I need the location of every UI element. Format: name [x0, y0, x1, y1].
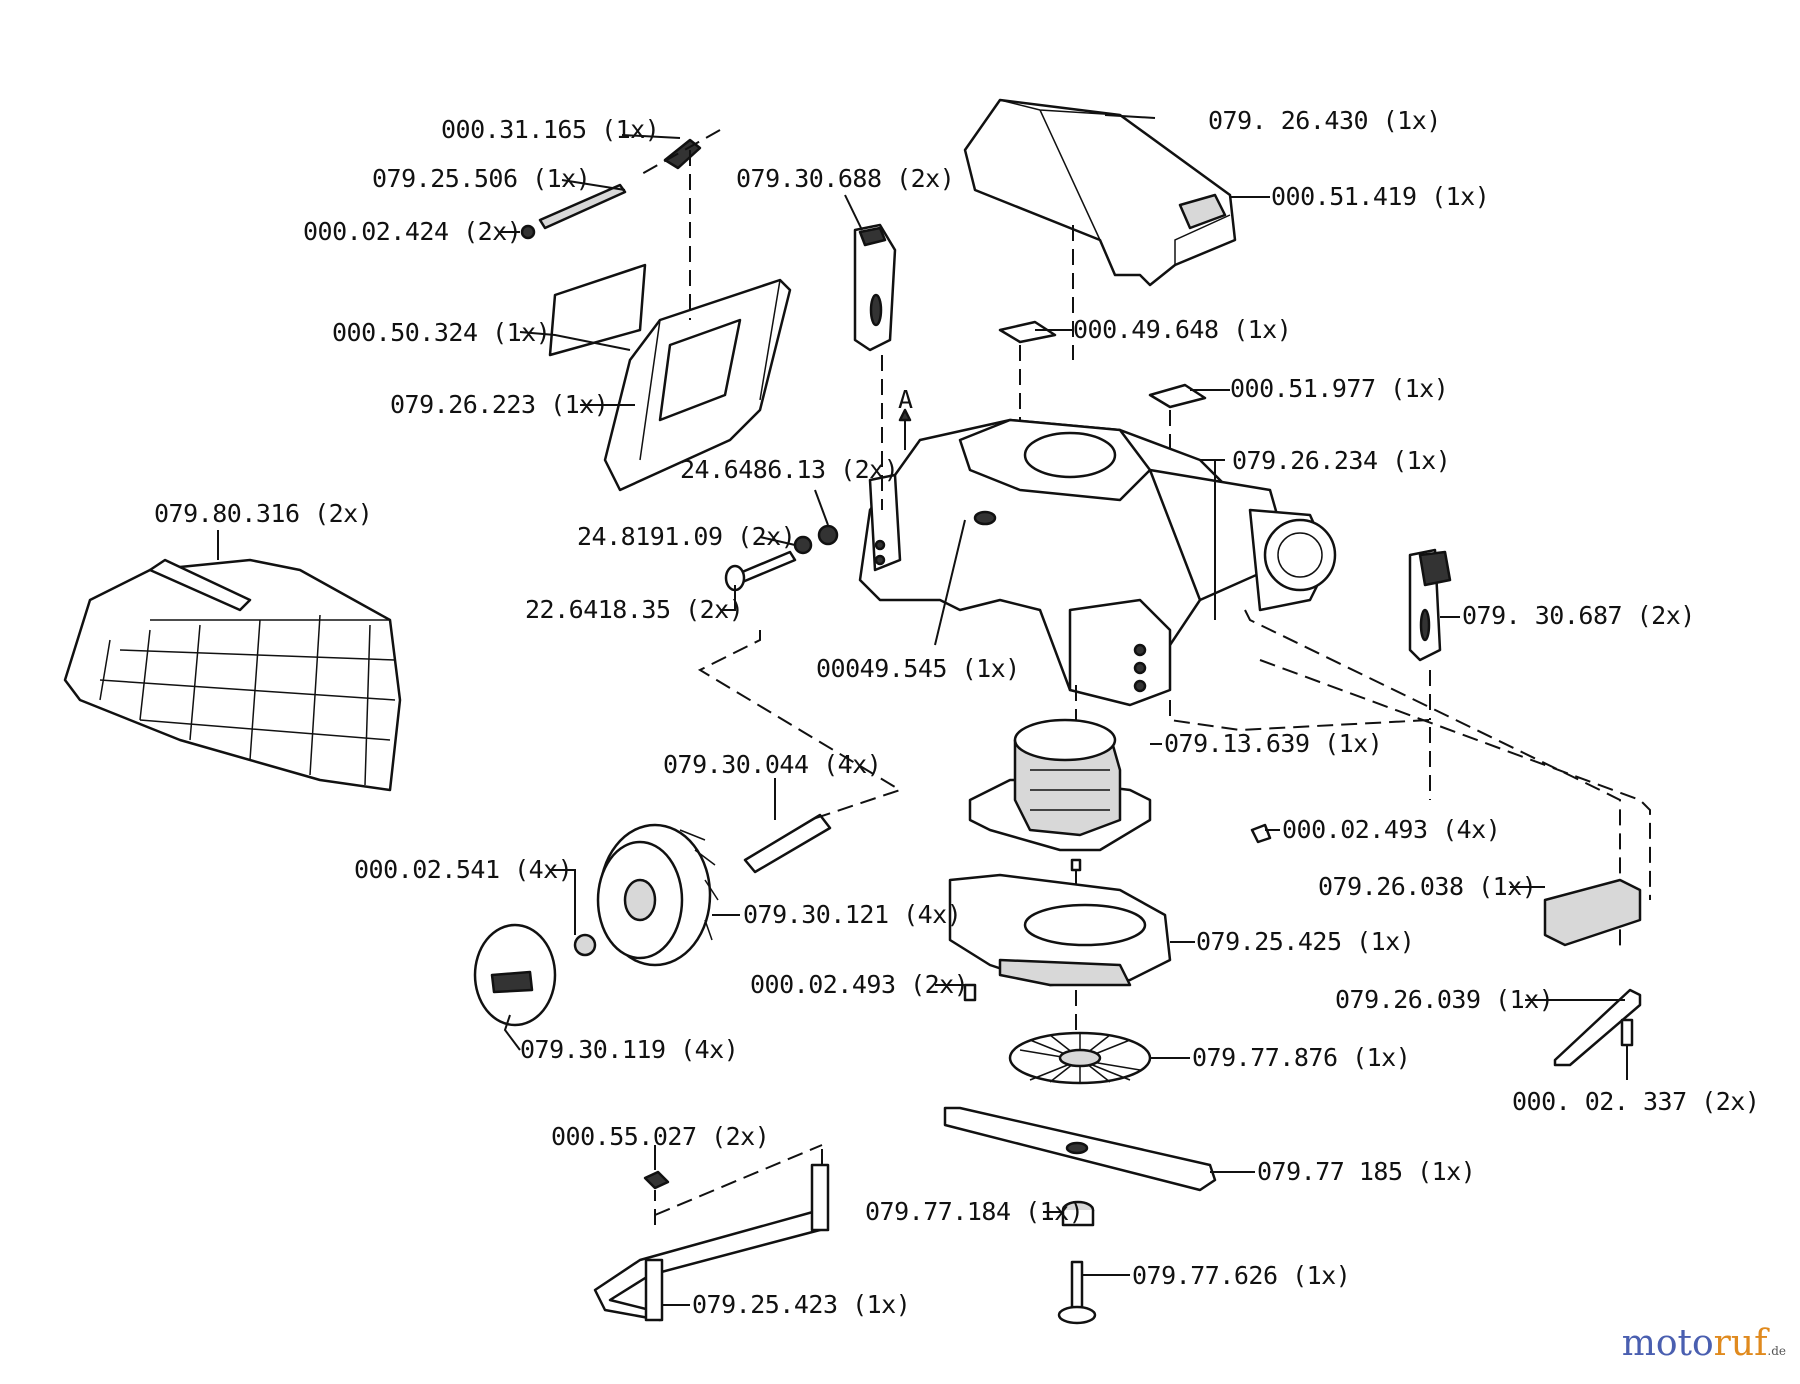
- deck-housing-part: [858, 418, 1337, 707]
- part-label: 079.13.639 (1x): [1164, 729, 1382, 758]
- screw-part-2: [963, 983, 977, 1002]
- part-label: 079.77.626 (1x): [1132, 1261, 1350, 1290]
- part-label: 000.49.648 (1x): [1073, 315, 1291, 344]
- washer-part: [520, 224, 536, 240]
- part-label: 079.77.876 (1x): [1192, 1043, 1410, 1072]
- part-label: 079.26.223 (1x): [390, 390, 608, 419]
- part-label: 079.30.119 (4x): [520, 1035, 738, 1064]
- part-label: 079.25.506 (1x): [372, 164, 590, 193]
- screw-part-3: [1620, 1018, 1634, 1047]
- hinge-rod-part: [538, 183, 627, 230]
- part-label: 079.77.184 (1x): [865, 1197, 1083, 1226]
- screw-part: [1250, 823, 1272, 844]
- part-label: 24.6486.13 (2x): [680, 455, 898, 484]
- watermark-suffix: .de: [1767, 1344, 1786, 1358]
- part-label: 079.30.688 (2x): [736, 164, 954, 193]
- part-label: 079. 30.687 (2x): [1462, 601, 1695, 630]
- part-label: 079.30.121 (4x): [743, 900, 961, 929]
- block-part: [1543, 878, 1642, 947]
- part-label: 000.02.541 (4x): [354, 855, 572, 884]
- part-label: 079.26.039 (1x): [1335, 985, 1553, 1014]
- part-label: 24.8191.09 (2x): [577, 522, 795, 551]
- part-label: 00049.545 (1x): [816, 654, 1020, 683]
- handle-bracket-part: [593, 1163, 830, 1322]
- part-label: 000.50.324 (1x): [332, 318, 550, 347]
- height-lever-part: [853, 223, 897, 352]
- wheel-part: [596, 823, 719, 967]
- height-lever-right-part: [1408, 548, 1452, 662]
- part-label: 000.55.027 (2x): [551, 1122, 769, 1151]
- part-label: 000.02.424 (2x): [303, 217, 521, 246]
- fan-part: [1008, 1031, 1152, 1085]
- part-label: 079.77 185 (1x): [1257, 1157, 1475, 1186]
- part-label: 000.02.493 (4x): [1282, 815, 1500, 844]
- part-label: 000.51.977 (1x): [1230, 374, 1448, 403]
- bushing-part: [817, 524, 839, 546]
- fan-housing-part: [948, 873, 1172, 987]
- washer-part-2: [793, 535, 813, 555]
- blade-nut-part: [1061, 1200, 1095, 1227]
- axle-part: [743, 813, 832, 874]
- bracket-part: [1553, 988, 1642, 1067]
- plate-part: [998, 320, 1057, 344]
- part-label: 000.51.419 (1x): [1271, 182, 1489, 211]
- watermark-part1: moto: [1621, 1323, 1714, 1364]
- marker-a-label: A: [898, 385, 913, 414]
- part-label: 079. 26.430 (1x): [1208, 106, 1441, 135]
- part-label: 000. 02. 337 (2x): [1512, 1087, 1759, 1116]
- top-cover-part: [963, 98, 1237, 287]
- part-label: 079.25.425 (1x): [1196, 927, 1414, 956]
- hubcap-part: [473, 923, 557, 1027]
- label-plate-part: [548, 263, 647, 357]
- part-label: 079.30.044 (4x): [663, 750, 881, 779]
- motor-part: [968, 718, 1152, 872]
- grass-bag-part: [63, 558, 402, 792]
- blade-part: [943, 1106, 1217, 1192]
- nut-part-2: [643, 1170, 670, 1190]
- plate-part-2: [1148, 383, 1207, 409]
- nut-part: [573, 933, 597, 957]
- part-label: 079.25.423 (1x): [692, 1290, 910, 1319]
- part-label: 000.02.493 (2x): [750, 970, 968, 999]
- watermark-part2: ruf: [1713, 1323, 1768, 1364]
- watermark-logo: motoruf.de: [1622, 1323, 1786, 1364]
- part-label: 22.6418.35 (2x): [525, 595, 743, 624]
- part-label: 079.80.316 (2x): [154, 499, 372, 528]
- part-label: 079.26.234 (1x): [1232, 446, 1450, 475]
- blade-bolt-part: [1057, 1260, 1097, 1325]
- part-label: 079.26.038 (1x): [1318, 872, 1536, 901]
- discharge-flap-part: [603, 278, 792, 492]
- part-label: 000.31.165 (1x): [441, 115, 659, 144]
